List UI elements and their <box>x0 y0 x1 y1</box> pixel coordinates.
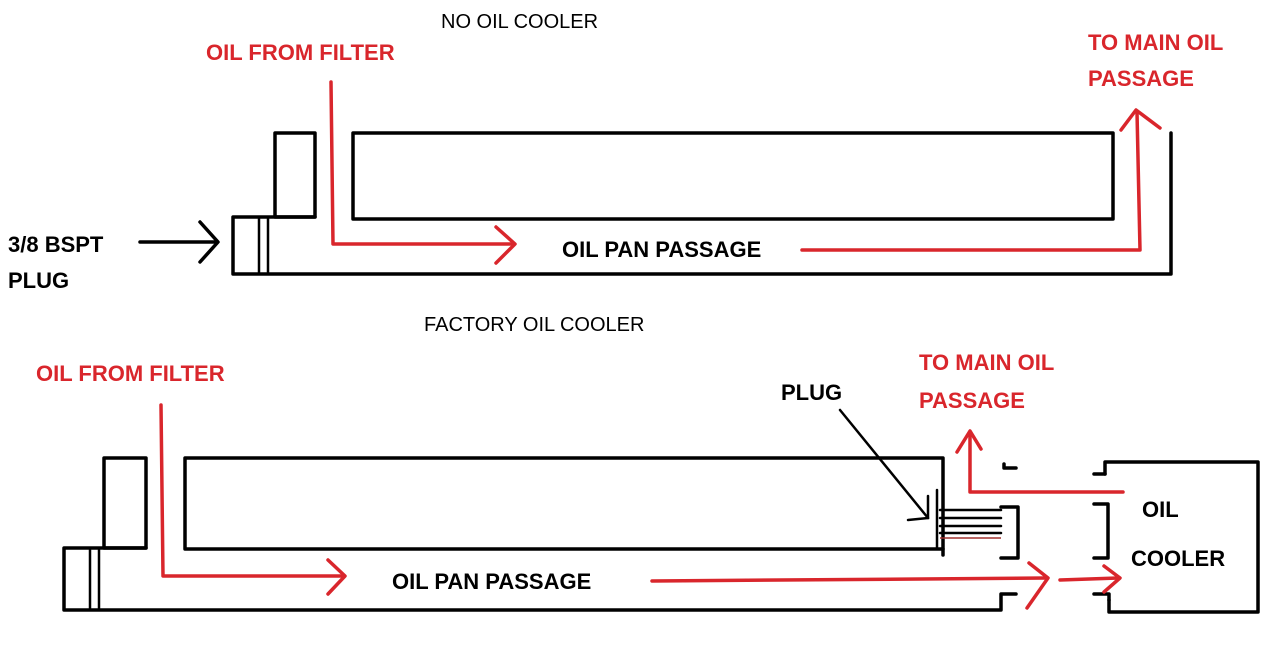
bottom-block-outline <box>62 456 1020 612</box>
internal-plug <box>935 488 1003 550</box>
bottom-port-top-lip <box>1002 462 1018 470</box>
top-outlet-label-line2: PASSAGE <box>1088 66 1194 91</box>
top-passage-label: OIL PAN PASSAGE <box>562 237 761 262</box>
bottom-flow-arrows <box>159 403 1125 610</box>
bottom-to-cooler-flow-2 <box>1058 576 1120 582</box>
top-diagram-title: NO OIL COOLER <box>441 11 598 33</box>
bottom-outlet-label-line1: TO MAIN OIL <box>919 350 1054 375</box>
bottom-plug-pointer-arrow <box>838 408 930 522</box>
bottom-return-flow <box>968 431 1125 494</box>
bottom-to-cooler-flow-1 <box>650 576 1048 583</box>
bottom-plug-label: PLUG <box>781 380 842 405</box>
top-filter-boss <box>273 131 317 219</box>
top-upper-gallery <box>351 131 1115 221</box>
bottom-inlet-label: OIL FROM FILTER <box>36 361 225 386</box>
top-plug-label-line2: PLUG <box>8 268 69 293</box>
top-outlet-label-line1: TO MAIN OIL <box>1088 30 1223 55</box>
bottom-port-body <box>999 505 1020 560</box>
bottom-upper-gallery <box>183 456 945 551</box>
cooler-label-line1: OIL <box>1142 497 1179 522</box>
top-inlet-label: OIL FROM FILTER <box>206 40 395 65</box>
top-flow-arrows <box>329 80 1162 265</box>
bottom-outlet-label-line2: PASSAGE <box>919 388 1025 413</box>
top-diagram: NO OIL COOLER OIL FROM FILTER TO MAIN OI… <box>8 11 1223 293</box>
top-inlet-flow <box>329 80 514 246</box>
bottom-passage-label: OIL PAN PASSAGE <box>392 569 591 594</box>
bottom-inlet-flow <box>159 403 345 578</box>
top-outlet-flow <box>800 110 1142 252</box>
top-lower-passage-wall <box>231 131 1173 276</box>
cooler-label-line2: COOLER <box>1131 546 1225 571</box>
oil-cooler-box <box>1092 460 1260 614</box>
top-plug-label-line1: 3/8 BSPT <box>8 232 104 257</box>
cooler-outline <box>1103 460 1260 614</box>
top-block-outline <box>231 131 1173 276</box>
bottom-lower-passage-wall <box>62 546 1018 612</box>
bottom-filter-boss <box>102 456 148 550</box>
bottom-diagram: FACTORY OIL COOLER OIL FROM FILTER TO MA… <box>36 314 1260 614</box>
top-plug-pointer-arrow <box>138 220 220 264</box>
bottom-diagram-title: FACTORY OIL COOLER <box>424 314 644 336</box>
cooler-port-middle <box>1092 502 1110 560</box>
